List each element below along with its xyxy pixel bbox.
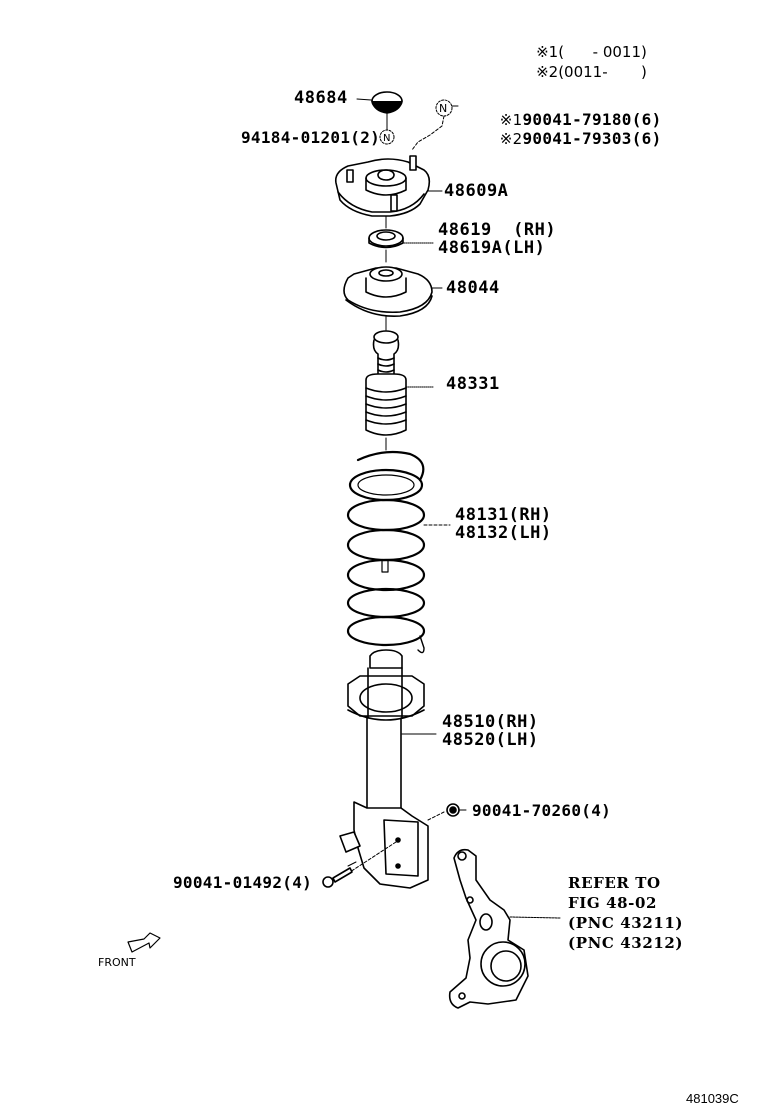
note-range-1: ( - 0011): [558, 43, 647, 61]
part-label-48619A[interactable]: 48619A(LH): [438, 238, 546, 258]
part-label-48132[interactable]: 48132(LH): [455, 523, 552, 543]
bolt-90041-01492-drawing: [322, 861, 357, 888]
spring-seat-48044-drawing: [343, 266, 443, 331]
note-mark-2: ※2: [499, 130, 523, 148]
note-range-2: (0011- ): [558, 63, 647, 81]
note-mark-1: ※1: [499, 111, 523, 129]
steering-knuckle-drawing: [448, 848, 561, 1009]
legend-note-2: ※2(0011- ): [517, 50, 647, 95]
part-label-48619[interactable]: 48619 (RH): [438, 220, 557, 240]
front-indicator-label: FRONT: [98, 956, 136, 969]
part-label-90041-70260[interactable]: 90041-70260(4): [472, 801, 612, 820]
cap-48684-drawing: [356, 91, 403, 131]
legend-note-1: ※1( - 0011): [517, 30, 647, 75]
svg-text:N: N: [439, 102, 447, 115]
part-label-48510[interactable]: 48510(RH): [442, 712, 539, 732]
note-mark-2: ※2: [536, 63, 559, 81]
part-label-48609A[interactable]: 48609A: [444, 181, 509, 201]
part-label-48684[interactable]: 48684: [294, 88, 348, 108]
part-label-48331[interactable]: 48331: [446, 374, 500, 394]
n-symbol-drawings: N N: [379, 99, 459, 151]
part-label-94184-01201[interactable]: 94184-01201(2): [241, 128, 381, 147]
part-label-48520[interactable]: 48520(LH): [442, 730, 539, 750]
bump-stopper-48331-drawing: [365, 330, 435, 451]
reference-line-2[interactable]: FIG 48-02: [568, 894, 658, 912]
figure-id: 481039C: [686, 1091, 739, 1106]
part-label-48044[interactable]: 48044: [446, 278, 500, 298]
bearing-48619-drawing: [368, 229, 435, 263]
part-label-90041-01492[interactable]: 90041-01492(4): [173, 873, 313, 892]
upper-support-48609A-drawing: [334, 155, 443, 229]
note-mark-1: ※1: [536, 43, 559, 61]
nut-90041-70260-drawing: [446, 803, 467, 817]
strut-48510-drawing: [339, 649, 445, 889]
reference-line-1: REFER TO: [568, 874, 661, 892]
reference-line-3: (PNC 43211): [568, 914, 684, 932]
part-label-90041-79180[interactable]: ※190041-79180(6): [499, 110, 662, 129]
part-label-90041-79303[interactable]: ※290041-79303(6): [499, 129, 662, 148]
reference-line-4: (PNC 43212): [568, 934, 684, 952]
svg-text:N: N: [383, 133, 390, 144]
coil-spring-48131-drawing: [346, 450, 451, 654]
part-label-48131[interactable]: 48131(RH): [455, 505, 552, 525]
front-arrow-icon: [127, 932, 161, 953]
